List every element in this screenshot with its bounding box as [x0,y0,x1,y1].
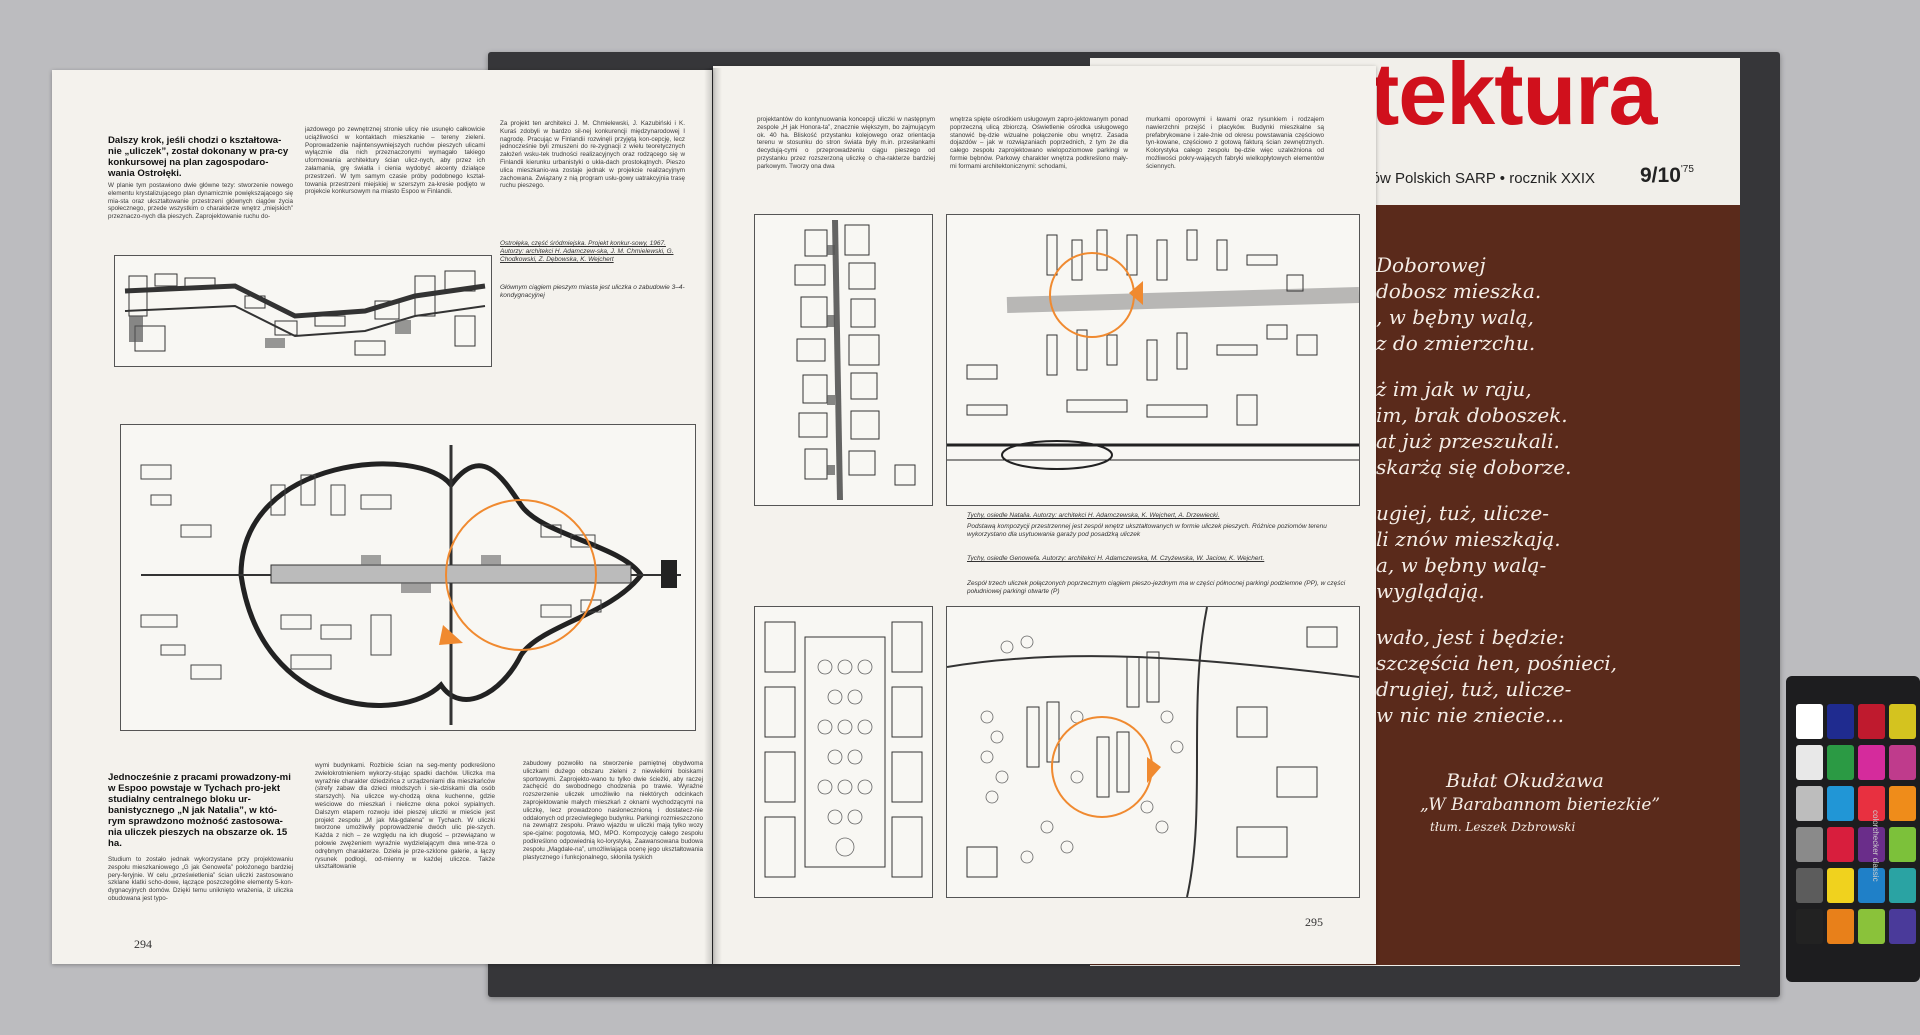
poem-line: , w bębny walą, [1376,305,1534,329]
color-swatch [1889,786,1916,821]
color-swatch [1889,868,1916,903]
color-swatch [1796,827,1823,862]
right-caption-1b: Podstawą kompozycji przestrzennej jest z… [967,523,1327,539]
cover-subtitle: któw Polskich SARP • rocznik XXIX [1360,170,1596,187]
poem-line: dobosz mieszka. [1376,279,1542,303]
color-swatch [1858,827,1885,862]
left-col1b-text: Studium to zostało jednak wykorzystane p… [108,856,293,902]
ostroleka-strip-plan [114,255,492,367]
color-swatch [1858,909,1885,944]
strip-plan-drawing [115,256,491,366]
signature-title: „W Barabannom bieriezkie” [1420,795,1661,815]
color-swatch [1858,868,1885,903]
poem-line: li znów mieszkają. [1376,527,1561,551]
right-col1-text: projektantów do kontynuowania koncepcji … [757,116,935,170]
color-swatch [1858,786,1885,821]
right-col3-text: murkami oporowymi i ławami oraz rysunkie… [1146,116,1324,170]
color-checker-label: colorchecker classic [1871,810,1880,882]
poem-line: wało, jest i będzie: [1376,625,1565,649]
color-swatch [1796,745,1823,780]
poem-line: skarżą się doborze. [1376,455,1572,479]
left-caption-2: Głównym ciągiem pieszym miasta jest ulic… [500,284,685,300]
poem-line: at już przeszukali. [1376,429,1560,453]
cover-title: tektura [1370,44,1657,143]
poem-line: drugiej, tuż, ulicze- [1376,677,1572,701]
page-gutter [704,68,722,964]
genowefa-site-plan [946,606,1360,898]
color-swatch [1796,786,1823,821]
central-plan-drawing [121,425,695,730]
right-caption-1a: Tychy, osiedle Natalia. Autorzy: archite… [967,512,1220,519]
color-swatch [1889,704,1916,739]
poem-line: wyglądają. [1376,579,1485,603]
color-swatch [1889,827,1916,862]
color-checker-card [1786,676,1920,982]
poem-line: w nic nie zniecie... [1376,703,1564,727]
ostroleka-central-plan [120,424,696,731]
left-heading-2: Jednocześnie z pracami prowadzony-mi w E… [108,772,291,849]
poem-line: ugiej, tuż, ulicze- [1376,501,1550,525]
left-col2-text: jazdowego po zewnętrznej stronie ulicy n… [305,126,485,196]
left-col3-text: Za projekt ten architekci J. M. Chmielew… [500,120,685,190]
poem-line: ż im jak w raju, [1376,377,1532,401]
poem-line: im, brak doboszek. [1376,403,1568,427]
natalia-vertical-drawing [755,215,932,505]
natalia-vertical-plan [754,214,933,506]
color-swatch [1858,745,1885,780]
left-col2b-text: wymi budynkami. Rozbicie ścian na seg-me… [315,762,495,871]
genowefa-site-drawing [947,607,1359,897]
color-swatch [1796,909,1823,944]
left-page-number: 294 [134,937,152,951]
poem-line: szczęścia hen, pośnieci, [1376,651,1618,675]
cover-poem: Doborowej dobosz mieszka. , w bębny walą… [1376,252,1617,728]
color-swatch [1889,745,1916,780]
genowefa-vertical-drawing [755,607,932,897]
genowefa-vertical-plan [754,606,933,898]
right-col2-text: wnętrza spięte ośrodkiem usługowym zapro… [950,116,1128,170]
color-swatch [1796,704,1823,739]
signature-name: Bułat Okudżawa [1446,770,1604,792]
left-caption-1: Ostrołęka, część śródmiejska. Projekt ko… [500,240,674,264]
color-swatch [1827,909,1854,944]
left-col1-text: W planie tym postawiono dwie główne tezy… [108,182,293,221]
color-swatch [1889,909,1916,944]
poem-line: a, w bębny walą- [1376,553,1547,577]
natalia-site-drawing [947,215,1359,505]
signature-translator: tłum. Leszek Dzbrowski [1430,820,1576,834]
color-swatch [1858,704,1885,739]
poem-line: z do zmierzchu. [1376,331,1536,355]
right-page-number: 295 [1305,915,1323,929]
color-swatch [1827,704,1854,739]
color-swatch [1827,745,1854,780]
color-swatch [1827,786,1854,821]
left-col3b-text: zabudowy pozwoliło na stworzenie pamiętn… [523,760,703,861]
color-swatch [1827,868,1854,903]
color-swatch [1827,827,1854,862]
issue-year: '75 [1680,164,1694,175]
right-caption-2b: Zespół trzech uliczek połączonych poprze… [967,580,1346,596]
cover-issue-number: 9/10'75 [1640,164,1694,188]
left-heading-1: Dalszy krok, jeśli chodzi o kształtowa-n… [108,135,289,179]
poem-line: Doborowej [1376,253,1486,277]
right-caption-2a: Tychy, osiedle Genowefa. Autorzy: archit… [967,555,1265,562]
color-swatch [1796,868,1823,903]
issue-number: 9/10 [1640,164,1681,187]
natalia-site-plan [946,214,1360,506]
